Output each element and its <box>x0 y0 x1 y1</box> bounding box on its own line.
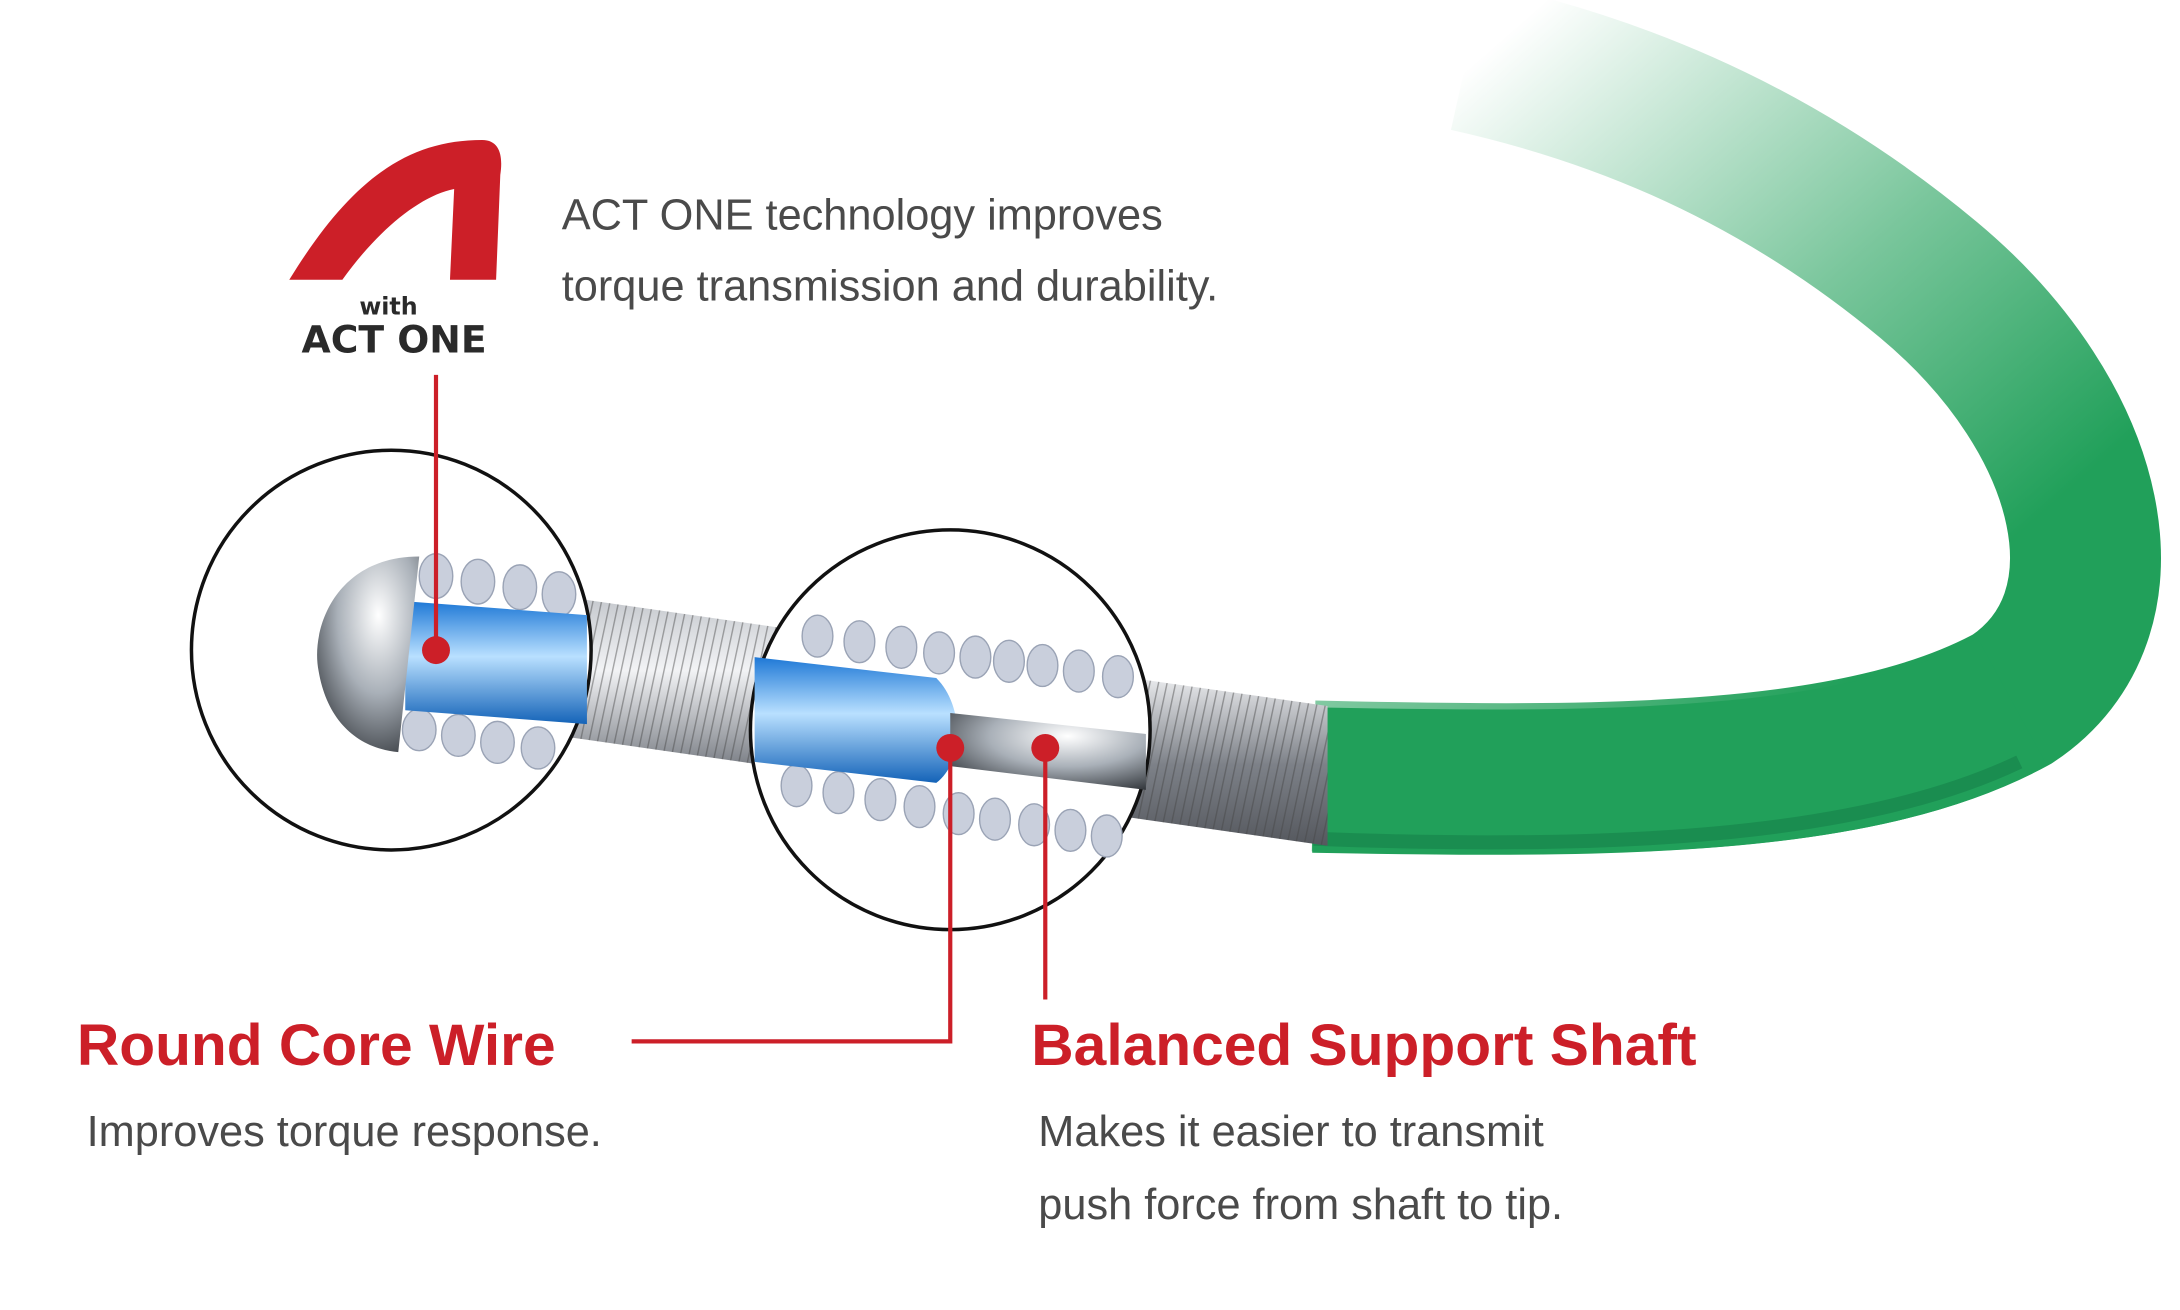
magnifier-shaft <box>748 528 1152 932</box>
svg-text:Improves torque response.: Improves torque response. <box>87 1108 602 1156</box>
polymer-jacket <box>1311 0 2161 855</box>
svg-text:ACT ONE: ACT ONE <box>302 317 487 361</box>
leader-lines <box>433 374 1048 1044</box>
callout-balanced-support-shaft: Balanced Support Shaft Makes it easier t… <box>1031 1013 1696 1229</box>
act-one-logo: with ACT ONE <box>289 140 502 361</box>
svg-text:Balanced Support Shaft: Balanced Support Shaft <box>1031 1013 1696 1078</box>
callout-round-core-wire: Round Core Wire Improves torque response… <box>77 1013 602 1156</box>
intro-line-2: torque transmission and durability. <box>562 263 1218 311</box>
magnifier-tip <box>189 448 593 852</box>
svg-text:Round Core Wire: Round Core Wire <box>77 1013 556 1078</box>
callout-dots <box>422 636 1060 762</box>
svg-text:Makes it easier to transmit: Makes it easier to transmit <box>1038 1108 1543 1156</box>
svg-text:push force from shaft to tip.: push force from shaft to tip. <box>1038 1181 1563 1229</box>
intro-line-1: ACT ONE technology improves <box>562 191 1163 239</box>
svg-text:with: with <box>359 293 417 321</box>
